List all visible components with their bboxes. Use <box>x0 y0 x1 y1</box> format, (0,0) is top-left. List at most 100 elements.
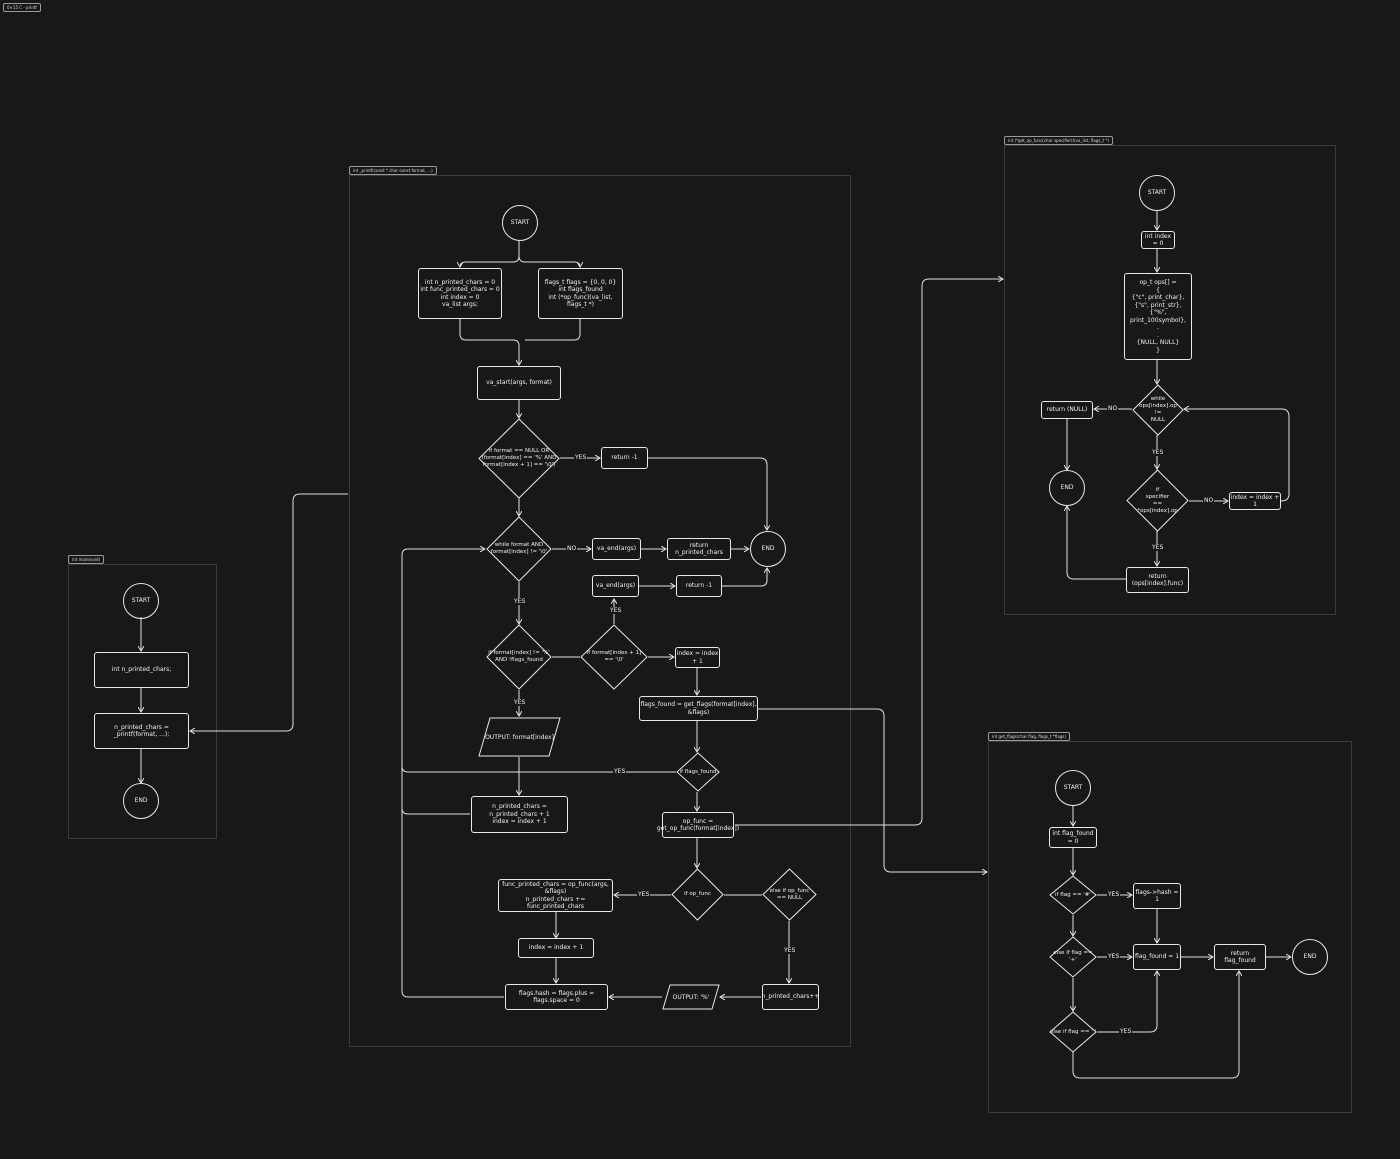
printf-end-node[interactable]: END <box>750 531 786 567</box>
edge-gf-dspace-found <box>1097 971 1157 1033</box>
getflags-space-text: else if flag == ' ' <box>1050 1028 1096 1035</box>
printf-index-inc-a[interactable]: index = index + 1 <box>675 647 720 668</box>
getop-specifier-diamond[interactable]: if specifier == *ops[index].op <box>1126 469 1189 532</box>
getop-index-decl[interactable]: int index = 0 <box>1141 231 1175 249</box>
getflags-hash-text: if flag == '#' <box>1055 891 1091 898</box>
frame-printf <box>349 175 851 1047</box>
getflags-plus-text: else if flag == '+' <box>1053 950 1093 963</box>
printf-null-check-diamond[interactable]: if format == NULL OR (format[index] == '… <box>478 418 560 499</box>
printf-reset-flags[interactable]: flags.hash = flags.plus = flags.space = … <box>505 984 608 1010</box>
edge-opfunc-getop <box>735 279 1003 826</box>
getflags-return-found[interactable]: return flag_found <box>1214 944 1266 970</box>
label-no-getop-while: NO <box>1107 405 1119 412</box>
printf-op-func-diamond[interactable]: if op_func <box>671 868 724 921</box>
edge-ret2-end <box>722 568 767 587</box>
edge-ret-end <box>648 457 767 530</box>
getop-while-text: while ops[index].op != NULL <box>1139 396 1177 423</box>
printf-decl1-node[interactable]: int n_printed_chars = 0 int func_printed… <box>418 268 502 319</box>
printf-flags-found-text: if flags_found <box>679 768 717 775</box>
frame-main-title[interactable]: int main(void) <box>68 555 105 564</box>
getop-start-node[interactable]: START <box>1139 175 1175 211</box>
getflags-plus-diamond[interactable]: else if flag == '+' <box>1049 936 1097 978</box>
printf-n-plus-plus[interactable]: n_printed_chars++ <box>762 984 819 1010</box>
printf-op-null-diamond[interactable]: else if op_func == NULL <box>762 868 817 921</box>
printf-op-func-text: if op_func <box>684 891 711 897</box>
printf-while-text: while format AND format[index] != '\0' <box>490 542 548 555</box>
getflags-hash-diamond[interactable]: if flag == '#' <box>1049 875 1097 915</box>
printf-next-null-text: if format[index + 1] == '\0' <box>586 650 642 663</box>
printf-return-neg1-b[interactable]: return -1 <box>676 575 722 597</box>
getflags-space-diamond[interactable]: else if flag == ' ' <box>1049 1011 1097 1053</box>
edge-go-retfunc-end <box>1067 506 1126 580</box>
getflags-decl[interactable]: int flag_found = 0 <box>1049 827 1097 848</box>
printf-output-percent-text: OUTPUT: '%' <box>672 993 710 1001</box>
getop-end-node[interactable]: END <box>1049 470 1085 506</box>
printf-vaend-a[interactable]: va_end(args) <box>592 538 641 560</box>
frame-get-op-func-title[interactable]: int (*get_op_func(char specifier))(va_li… <box>1004 136 1113 145</box>
label-yes-gf-plus: YES <box>1107 953 1121 960</box>
printf-output-format-text: OUTPUT: format[index] <box>485 733 554 741</box>
getop-return-null[interactable]: return (NULL) <box>1041 401 1093 419</box>
label-yes-while: YES <box>513 598 527 605</box>
printf-return-n-printed[interactable]: return n_printed_chars <box>667 538 731 560</box>
main-decl-node[interactable]: int n_printed_chars; <box>94 652 189 688</box>
getflags-found-set[interactable]: flag_found = 1 <box>1133 944 1181 970</box>
frame-printf-title[interactable]: int _printf(const * char const format, .… <box>349 166 437 175</box>
main-call-node[interactable]: n_printed_chars = _printf(format, ...); <box>94 713 189 749</box>
printf-func-printed-node[interactable]: func_printed_chars = op_func(args, &flag… <box>498 879 613 912</box>
label-yes-flags-found: YES <box>613 768 627 775</box>
label-yes-next-null: YES <box>609 607 623 614</box>
printf-n-inc-node[interactable]: n_printed_chars = n_printed_chars + 1 in… <box>471 796 568 833</box>
edge-reset-loop <box>401 810 504 998</box>
edge-flags-getflags <box>758 708 987 872</box>
getop-index-inc[interactable]: index = index + 1 <box>1229 492 1281 510</box>
printf-output-percent[interactable]: OUTPUT: '%' <box>662 984 720 1010</box>
label-no-while: NO <box>566 545 578 552</box>
label-yes-gf-space: YES <box>1119 1028 1133 1035</box>
edge-main-to-printf <box>190 493 348 731</box>
printf-while-diamond[interactable]: while format AND format[index] != '\0' <box>486 516 552 582</box>
printf-index-inc-b[interactable]: index = index + 1 <box>518 938 594 958</box>
frame-get-flags <box>988 741 1352 1113</box>
printf-op-null-text: else if op_func == NULL <box>769 887 810 901</box>
label-yes-op-func: YES <box>637 891 651 898</box>
printf-flags-found-diamond[interactable]: if flags_found <box>676 752 720 792</box>
label-yes-percent: YES <box>513 699 527 706</box>
edge-decl2-merge <box>525 319 581 341</box>
main-end-node[interactable]: END <box>123 783 159 819</box>
frame-get-op-func <box>1004 145 1336 615</box>
getop-ops-array[interactable]: op_t ops[] = { {"c", print_char}, {"s", … <box>1124 273 1192 360</box>
label-yes-getop-while: YES <box>1151 449 1165 456</box>
printf-return-neg1-a[interactable]: return -1 <box>601 447 648 469</box>
edge-ninc-loop <box>401 560 470 815</box>
printf-start-node[interactable]: START <box>502 205 538 241</box>
getop-return-func[interactable]: return (ops[index].func) <box>1126 567 1189 593</box>
getop-specifier-text: if specifier == *ops[index].op <box>1137 486 1178 514</box>
label-yes-null: YES <box>574 454 588 461</box>
getflags-hash-set[interactable]: flags->hash = 1 <box>1133 883 1181 909</box>
main-start-node[interactable]: START <box>123 583 159 619</box>
printf-get-flags-call[interactable]: flags_found = get_flags(format[index], &… <box>639 696 758 721</box>
page-tag[interactable]: 0×15 C - printf <box>3 3 41 12</box>
getflags-start-node[interactable]: START <box>1055 770 1091 806</box>
label-yes-op-null: YES <box>783 947 797 954</box>
frame-main <box>68 564 217 839</box>
edge-decl-merge <box>459 319 519 365</box>
printf-output-format[interactable]: OUTPUT: format[index] <box>478 717 561 757</box>
label-yes-getop-spec: YES <box>1151 544 1165 551</box>
printf-op-func-assign[interactable]: op_func = get_op_func(format[index]) <box>657 812 739 838</box>
edge-go-idx-loop <box>1184 409 1290 502</box>
getflags-end-node[interactable]: END <box>1292 939 1328 975</box>
printf-percent-text: if format[index] != '%' AND !flags_found <box>488 650 550 663</box>
printf-percent-diamond[interactable]: if format[index] != '%' AND !flags_found <box>486 624 552 690</box>
printf-next-null-diamond[interactable]: if format[index + 1] == '\0' <box>580 624 648 690</box>
printf-vastart-node[interactable]: va_start(args, format) <box>477 366 561 400</box>
frame-get-flags-title[interactable]: int get_flags(char flag, flags_t *flags) <box>988 732 1070 741</box>
printf-decl2-node[interactable]: flags_t flags = {0, 0, 0} int flags_foun… <box>538 268 623 319</box>
label-no-getop-spec: NO <box>1203 497 1215 504</box>
printf-vaend-b[interactable]: va_end(args) <box>592 575 639 597</box>
printf-null-check-text: if format == NULL OR (format[index] == '… <box>481 448 557 468</box>
edge-start-split <box>460 240 520 267</box>
getop-while-diamond[interactable]: while ops[index].op != NULL <box>1132 384 1184 436</box>
